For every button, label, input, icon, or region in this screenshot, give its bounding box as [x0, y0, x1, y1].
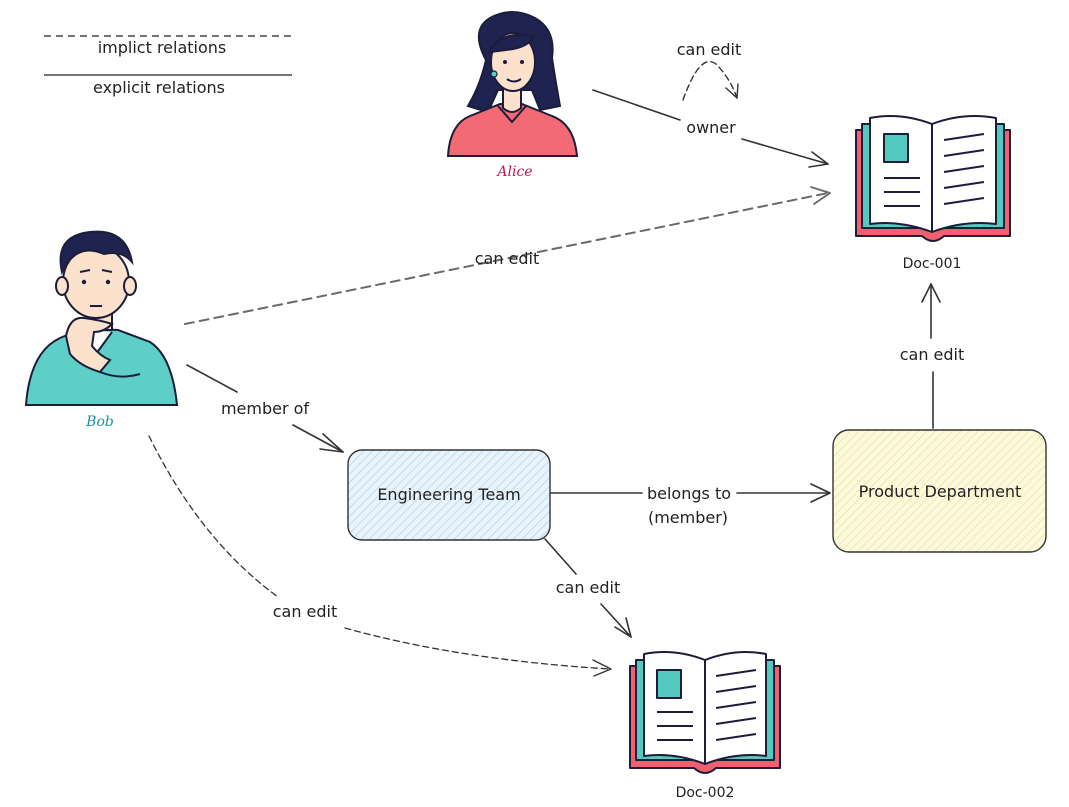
- arrowhead-bob-can-edit-doc2: [592, 659, 612, 677]
- edge-bob-can-edit-doc1: [184, 192, 829, 325]
- doc-002-label: Doc-002: [676, 785, 735, 801]
- arrowhead-product-can-edit-doc1: [921, 283, 941, 303]
- product-department-box: [832, 429, 1047, 553]
- alice-avatar[interactable]: Alice: [446, 11, 579, 180]
- label-team-belongs-to: belongs to: [647, 484, 731, 503]
- product-department-label: Product Department: [859, 482, 1022, 501]
- product-department-node[interactable]: Product Department: [832, 429, 1047, 553]
- edge-bob-can-edit-doc2: [148, 435, 611, 670]
- label-alice-owner: owner: [686, 118, 736, 137]
- doc-001-node[interactable]: Doc-001: [855, 115, 1011, 272]
- arrowhead-alice-owner: [808, 151, 829, 168]
- edge-alice-can-edit-doc1: [682, 61, 738, 101]
- arrowhead-alice-can-edit: [725, 83, 739, 99]
- engineering-team-label: Engineering Team: [377, 485, 520, 504]
- edge-bob-member-of: [186, 364, 344, 453]
- doc-001-book-icon: [855, 115, 1011, 242]
- arrowhead-team-can-edit-doc2: [614, 617, 632, 638]
- arrowhead-team-belongs-to: [810, 483, 831, 503]
- arrowhead-bob-member-of: [319, 433, 344, 453]
- edge-team-can-edit-doc2: [544, 538, 632, 638]
- edge-alice-owner-doc1: [592, 89, 829, 165]
- label-bob-can-edit-doc1: can edit: [475, 249, 540, 268]
- label-team-can-edit-doc2: can edit: [556, 578, 621, 597]
- alice-name: Alice: [495, 164, 532, 180]
- label-bob-member-of: member of: [221, 399, 309, 418]
- edge-product-can-edit-doc1: [930, 283, 934, 429]
- engineering-team-box: [347, 449, 551, 541]
- alice-person-icon: [446, 11, 579, 157]
- doc-001-label: Doc-001: [903, 256, 962, 272]
- label-alice-can-edit: can edit: [677, 40, 742, 59]
- bob-person-icon: [24, 230, 179, 406]
- edge-labels: can edit owner can edit member of can ed…: [221, 40, 964, 621]
- bob-avatar[interactable]: Bob: [24, 230, 179, 430]
- edges: [148, 61, 941, 677]
- label-team-belongs-to-member: (member): [648, 508, 728, 527]
- label-product-can-edit-doc1: can edit: [900, 345, 965, 364]
- legend: implict relations explicit relations: [44, 35, 292, 97]
- doc-002-node[interactable]: Doc-002: [629, 651, 781, 801]
- legend-implicit-label: implict relations: [98, 38, 227, 57]
- label-bob-can-edit-doc2: can edit: [273, 602, 338, 621]
- legend-explicit-label: explicit relations: [93, 78, 225, 97]
- doc-002-book-icon: [629, 651, 781, 774]
- engineering-team-node[interactable]: Engineering Team: [347, 449, 551, 541]
- bob-name: Bob: [85, 414, 114, 430]
- arrowhead-bob-can-edit-doc1: [810, 186, 831, 205]
